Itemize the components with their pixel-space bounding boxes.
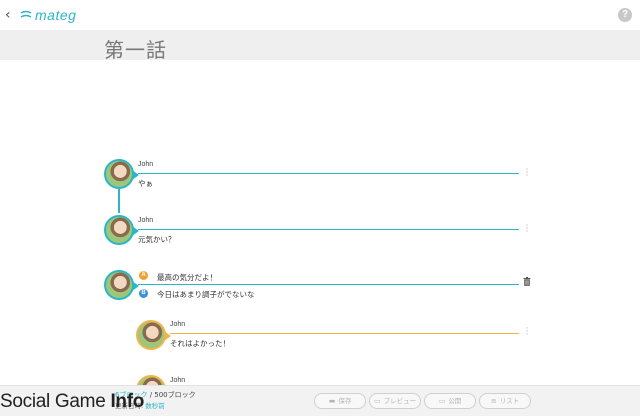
back-arrow-icon[interactable]: ‹ <box>5 7 11 23</box>
speaker-name: John <box>170 377 186 384</box>
kebab-menu-icon[interactable]: ··· <box>525 324 529 340</box>
avatar[interactable] <box>136 320 166 350</box>
speech-pointer <box>132 170 139 180</box>
mateg-logo: mateg <box>20 6 76 24</box>
speaker-name: John <box>138 161 154 168</box>
choice-text[interactable]: 今日はあまり調子がでないな <box>157 290 255 299</box>
trash-icon[interactable] <box>523 277 531 286</box>
preview-label: プレビュー <box>383 397 417 405</box>
message-underline <box>138 173 519 174</box>
title-bar <box>0 30 640 60</box>
avatar[interactable] <box>104 215 134 245</box>
preview-button[interactable]: ▭プレビュー <box>369 393 421 409</box>
trash-icon-svg <box>523 277 531 286</box>
logo-mark-icon <box>20 10 32 18</box>
preview-icon: ▭ <box>373 397 381 405</box>
choice-badge-a: A <box>139 271 148 280</box>
avatar[interactable] <box>104 159 134 189</box>
list-button[interactable]: ≡リスト <box>479 393 531 409</box>
choice-underline <box>138 284 519 285</box>
message-underline <box>170 333 519 334</box>
speech-pointer <box>132 226 139 236</box>
blocks-total: / 500ブロック <box>147 391 196 399</box>
block-counter: 6ブロック / 500ブロック <box>115 390 196 400</box>
kebab-menu-icon[interactable]: ··· <box>525 165 529 181</box>
publish-icon: ▭ <box>438 397 446 405</box>
watermark-text: Social Game <box>0 391 111 412</box>
list-icon: ≡ <box>490 397 497 405</box>
list-label: リスト <box>499 397 520 405</box>
help-icon[interactable]: ? <box>618 8 632 22</box>
watermark-bold: Info <box>110 391 145 412</box>
choice-text[interactable]: 最高の気分だよ！ <box>157 273 217 282</box>
speech-pointer <box>132 281 139 291</box>
speech-pointer <box>164 331 171 341</box>
save-label: 保存 <box>338 397 352 405</box>
speaker-name: John <box>170 321 186 328</box>
save-icon: ▬ <box>328 397 336 405</box>
speaker-name: John <box>138 217 154 224</box>
message-text[interactable]: 元気かい？ <box>138 235 176 244</box>
updated-time: 更新日時: 数秒前 <box>115 400 165 410</box>
kebab-menu-icon[interactable]: ··· <box>525 221 529 237</box>
message-underline <box>138 229 519 230</box>
watermark: Social Game Info <box>0 391 144 413</box>
flow-connector <box>118 189 120 213</box>
choice-badge-b: B <box>139 289 148 298</box>
save-button[interactable]: ▬保存 <box>314 393 366 409</box>
blocks-used: 6ブロック <box>115 391 148 399</box>
updated-label: 更新日時: <box>115 402 144 410</box>
message-text[interactable]: それはよかった！ <box>170 339 230 348</box>
top-bar <box>0 0 640 30</box>
publish-button[interactable]: ▭公開 <box>424 393 476 409</box>
avatar[interactable] <box>104 270 134 300</box>
message-text[interactable]: やぁ <box>138 179 153 188</box>
page-title: 第一話 <box>104 38 167 62</box>
updated-value: 数秒前 <box>145 402 165 410</box>
publish-label: 公開 <box>448 397 462 405</box>
logo-text: mateg <box>35 7 77 23</box>
